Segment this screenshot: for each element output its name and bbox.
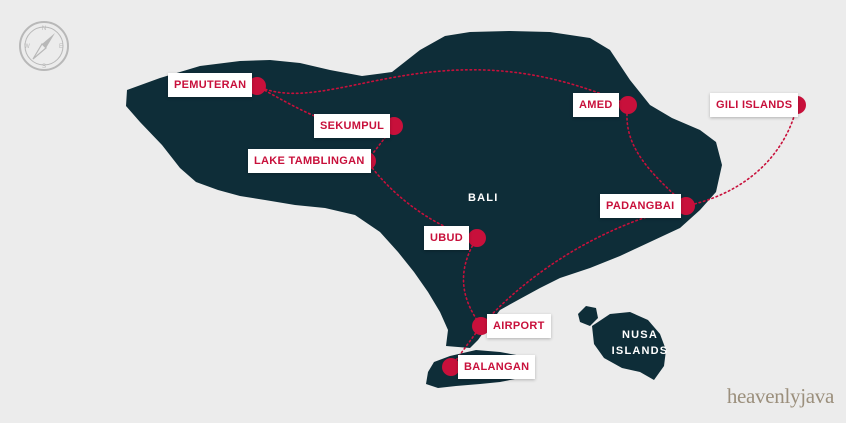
nusa-label-line2: ISLANDS [611, 345, 669, 357]
marker-amed[interactable] [619, 96, 637, 114]
location-label-airport[interactable]: AIRPORT [487, 314, 551, 338]
location-label-balangan[interactable]: BALANGAN [458, 355, 536, 379]
marker-balangan[interactable] [442, 358, 460, 376]
nusa-island-main [592, 312, 666, 380]
route-padangbai-gili-islands [685, 104, 798, 207]
svg-text:S: S [42, 64, 46, 70]
location-label-padangbai[interactable]: PADANGBAI [600, 194, 681, 218]
island-label-bali: BALI [468, 192, 499, 204]
location-label-ubud[interactable]: UBUD [424, 226, 469, 250]
route-pemuteran-amed [256, 69, 629, 106]
nusa-label-line1: NUSA [622, 329, 658, 341]
svg-text:E: E [59, 44, 63, 50]
route-ubud-airport [462, 237, 482, 327]
nusa-island-small [578, 306, 598, 326]
location-label-amed[interactable]: AMED [573, 93, 619, 117]
location-label-pemuteran[interactable]: PEMUTERAN [168, 73, 253, 97]
svg-text:N: N [42, 26, 46, 32]
marker-padangbai[interactable] [677, 197, 695, 215]
location-label-lake-tamblingan[interactable]: LAKE TAMBLINGAN [248, 149, 371, 173]
svg-text:W: W [24, 44, 30, 50]
marker-airport[interactable] [472, 317, 490, 335]
marker-ubud[interactable] [468, 229, 486, 247]
brand-logo: heavenlyjava [726, 384, 834, 408]
location-label-sekumpul[interactable]: SEKUMPUL [314, 114, 391, 138]
route-airport-padangbai [480, 205, 687, 327]
island-label-nusa: NUSA ISLANDS [610, 327, 670, 359]
location-label-gili-islands[interactable]: GILI ISLANDS [710, 93, 799, 117]
marker-pemuteran[interactable] [248, 77, 266, 95]
compass-icon: N S W E [19, 21, 69, 71]
